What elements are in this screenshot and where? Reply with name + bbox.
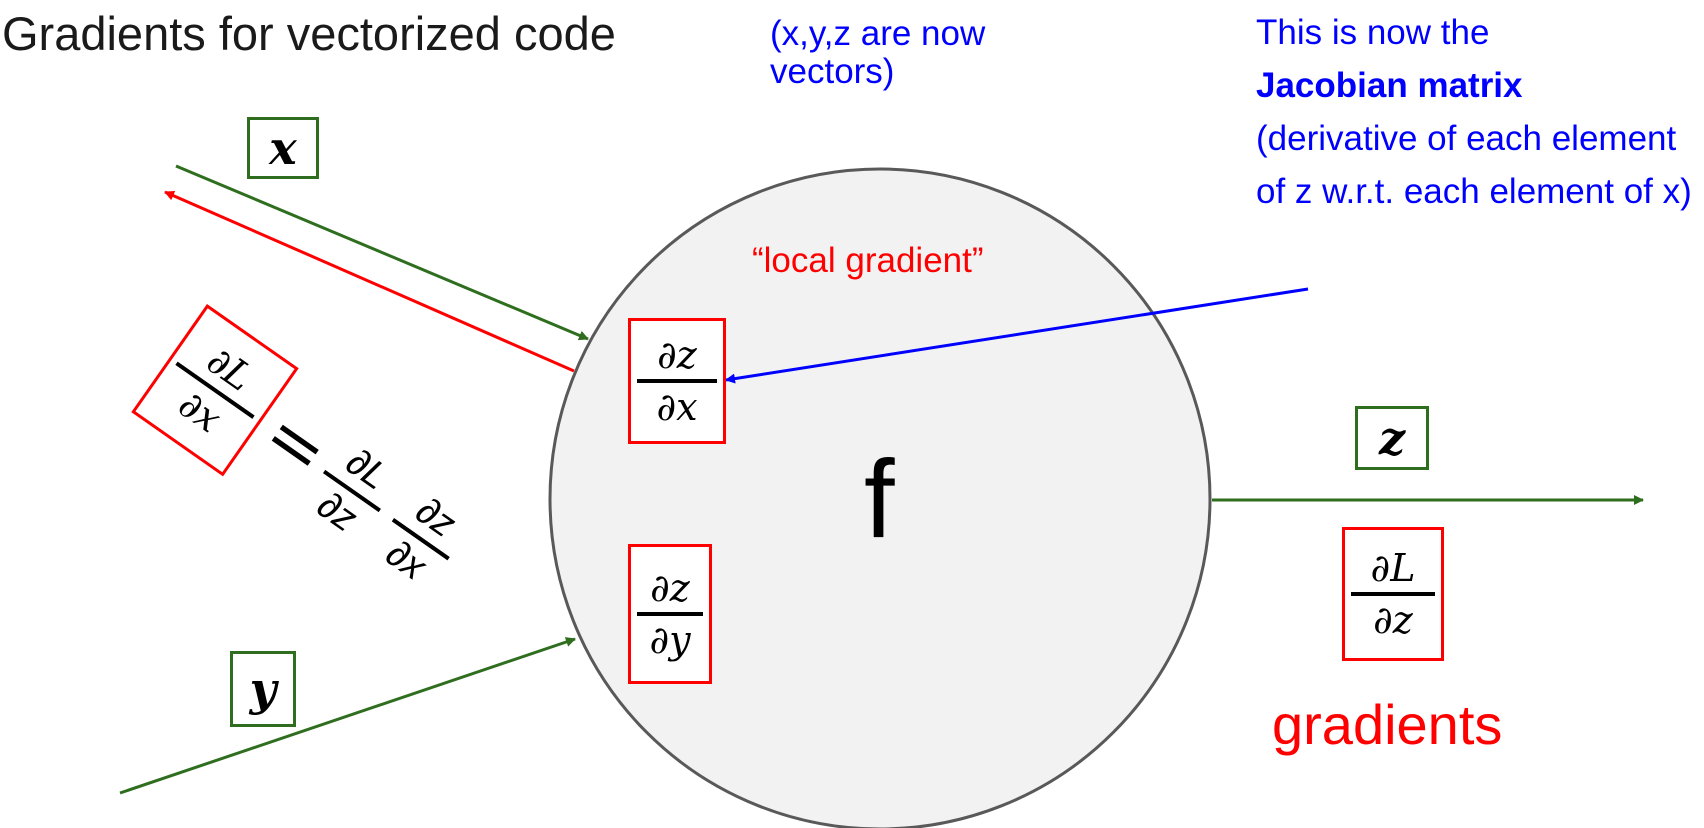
vectors-note: (x,y,z are now vectors) [770,14,986,91]
dz-dy-box: ∂z ∂y [628,544,712,684]
dl-dz-fraction-bar [1351,592,1435,596]
y-input-arrow [119,637,576,795]
page-title: Gradients for vectorized code [2,7,616,60]
jacobian-note: This is now the Jacobian matrix (derivat… [1256,6,1696,218]
z-variable-box: z [1355,406,1429,470]
dz-dx-fraction-bar [637,379,717,383]
dz-dx-box: ∂z ∂x [628,318,726,444]
y-variable: y [249,662,277,716]
dl-dx-backward-arrow [164,190,575,373]
dz-dy-fraction-bar [637,612,703,616]
dz-dx-denominator: ∂x [656,385,698,429]
dz-dy-numerator: ∂z [650,566,690,610]
jacobian-note-bold: Jacobian matrix [1256,66,1523,105]
dl-dz-box: ∂L ∂z [1342,527,1444,661]
gradients-label: gradients [1272,693,1503,756]
jacobian-pointer-arrow [725,287,1309,384]
jacobian-note-line1: This is now the [1256,13,1490,52]
dl-dz-denominator: ∂z [1373,598,1413,642]
z-variable: z [1378,411,1406,465]
x-variable-box: x [247,117,319,179]
dz-dy-denominator: ∂y [649,618,691,662]
y-variable-box: y [230,651,296,727]
local-gradient-label: “local gradient” [752,241,984,280]
jacobian-note-rest: (derivative of each element of z w.r.t. … [1256,119,1692,211]
dz-dx-numerator: ∂z [657,333,697,377]
x-input-arrow [175,164,589,341]
dl-dz-numerator: ∂L [1370,546,1416,590]
x-variable: x [269,121,297,175]
function-label: f [864,438,895,561]
